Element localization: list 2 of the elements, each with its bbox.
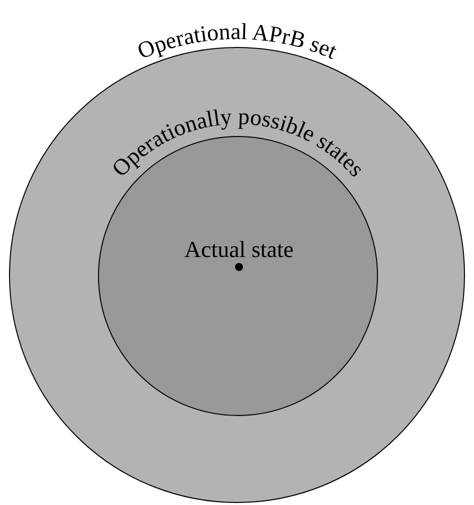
region-label: Operational APrB set bbox=[134, 18, 340, 64]
point-label: Actual state bbox=[183, 237, 295, 263]
